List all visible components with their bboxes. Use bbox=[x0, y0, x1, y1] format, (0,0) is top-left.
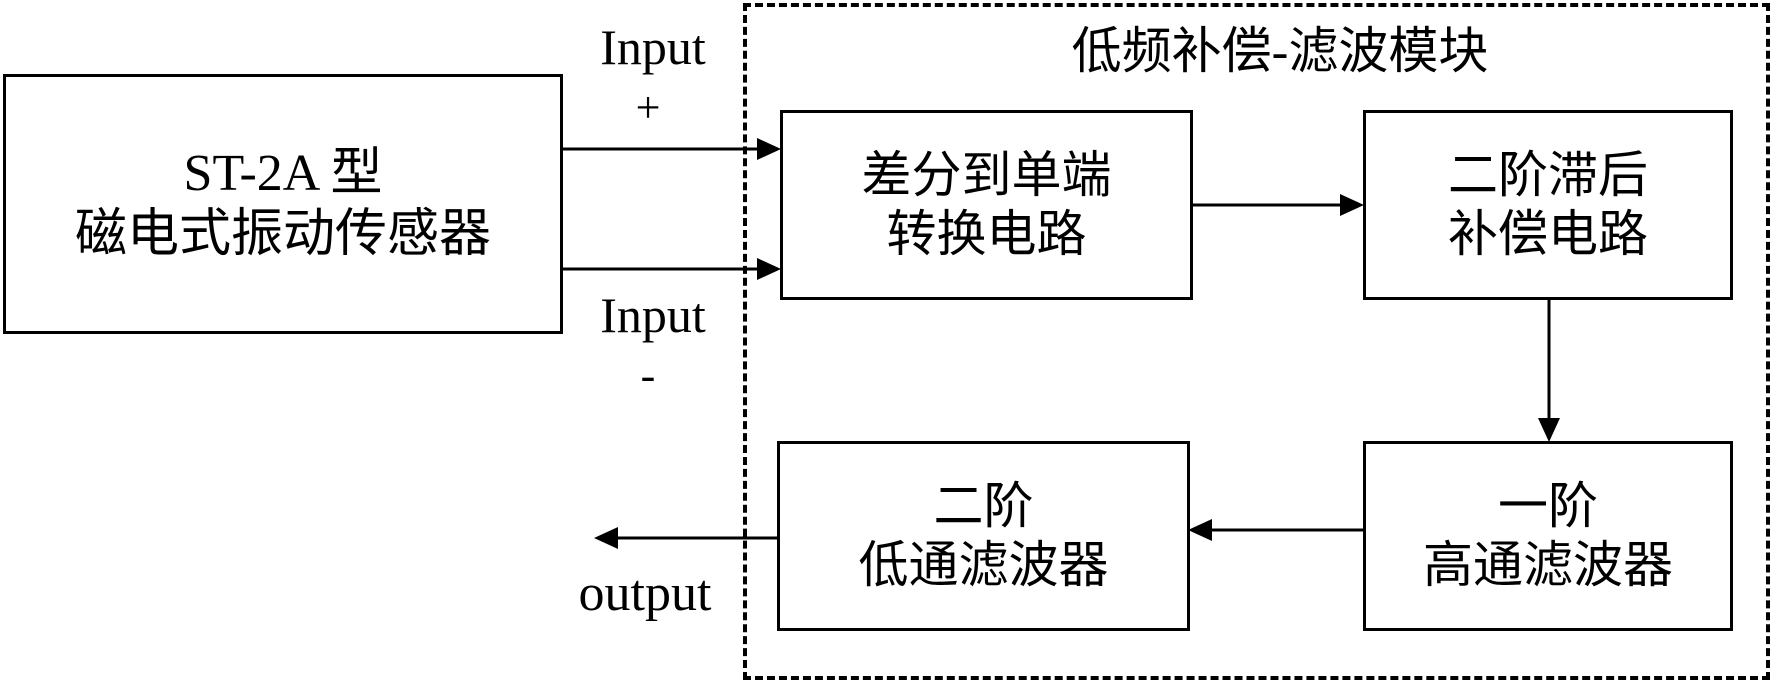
input-plus-label: Input bbox=[600, 19, 706, 75]
highpass-to-lowpass-arrowhead bbox=[1188, 519, 1212, 541]
input-plus-arrowhead bbox=[757, 138, 781, 160]
input-plus-sign: + bbox=[635, 83, 661, 132]
output-arrowhead bbox=[594, 527, 618, 549]
lag-compensation-block: 二阶滞后 补偿电路 bbox=[1363, 110, 1733, 300]
module-frame bbox=[743, 3, 1770, 680]
highpass-block-line1: 一阶 bbox=[1498, 478, 1598, 534]
lag-to-highpass-arrowhead bbox=[1538, 418, 1560, 442]
diff-block-line2: 转换电路 bbox=[886, 206, 1087, 262]
lowpass-filter-block: 二阶 低通滤波器 bbox=[777, 441, 1190, 631]
lag-block-line2: 补偿电路 bbox=[1448, 206, 1648, 262]
diff-to-single-ended-block: 差分到单端 转换电路 bbox=[780, 110, 1193, 300]
input-minus-sign: - bbox=[640, 351, 656, 400]
sensor-block-line1: ST-2A 型 bbox=[183, 144, 383, 202]
lag-block-line1: 二阶滞后 bbox=[1448, 147, 1648, 203]
input-minus-arrowhead bbox=[757, 258, 781, 280]
output-label: output bbox=[578, 565, 712, 622]
module-title: 低频补偿-滤波模块 bbox=[1071, 23, 1489, 79]
highpass-block-line2: 高通滤波器 bbox=[1423, 537, 1673, 593]
diff-block-line1: 差分到单端 bbox=[861, 147, 1112, 203]
highpass-filter-block: 一阶 高通滤波器 bbox=[1363, 441, 1733, 631]
input-minus-label: Input bbox=[600, 287, 706, 343]
sensor-block: ST-2A 型 磁电式振动传感器 bbox=[3, 74, 563, 334]
sensor-block-line2: 磁电式振动传感器 bbox=[74, 206, 491, 263]
lowpass-block-line2: 低通滤波器 bbox=[858, 537, 1109, 593]
lowpass-block-line1: 二阶 bbox=[933, 478, 1034, 534]
diff-to-lag-arrowhead bbox=[1340, 194, 1364, 216]
